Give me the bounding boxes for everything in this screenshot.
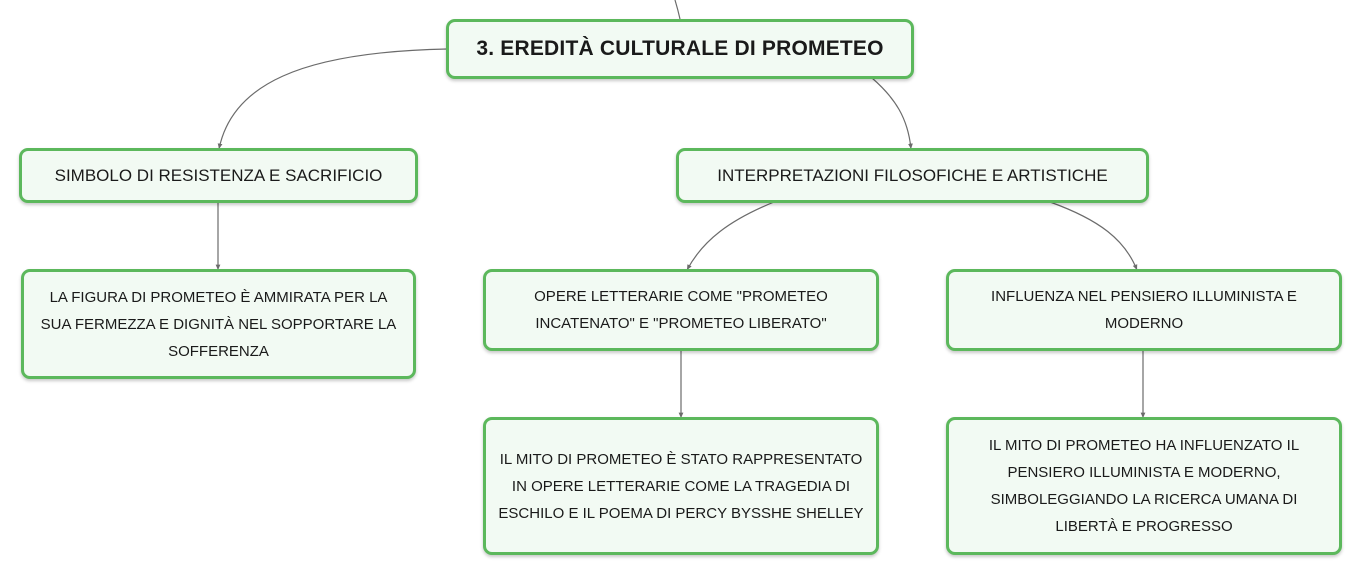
node-opere-letterarie-label: OPERE LETTERARIE COME "PROMETEO INCATENA…: [534, 288, 828, 332]
node-influenza-pensiero-label: INFLUENZA NEL PENSIERO ILLUMINISTA E MOD…: [991, 288, 1297, 332]
connector-interpretazioni-opere: [686, 201, 775, 271]
node-mito-influenza-label: IL MITO DI PROMETEO HA INFLUENZATO IL PE…: [988, 437, 1300, 535]
connector-interpretazioni-influenza: [1049, 201, 1138, 271]
root-node-label: 3. EREDITÀ CULTURALE DI PROMETEO: [476, 37, 884, 60]
connector-root-simbolo: [217, 48, 448, 150]
node-influenza-pensiero[interactable]: INFLUENZA NEL PENSIERO ILLUMINISTA E MOD…: [946, 269, 1342, 351]
node-opere-letterarie[interactable]: OPERE LETTERARIE COME "PROMETEO INCATENA…: [483, 269, 879, 351]
node-interpretazioni[interactable]: INTERPRETAZIONI FILOSOFICHE E ARTISTICHE: [676, 148, 1149, 203]
root-node[interactable]: 3. EREDITÀ CULTURALE DI PROMETEO: [446, 19, 914, 79]
connector-root-interpretazioni: [871, 77, 913, 150]
node-mito-opere-label: IL MITO DI PROMETEO È STATO RAPPRESENTAT…: [498, 450, 864, 522]
node-figura-prometeo[interactable]: LA FIGURA DI PROMETEO È AMMIRATA PER LA …: [21, 269, 416, 379]
node-simbolo-resistenza-label: SIMBOLO DI RESISTENZA E SACRIFICIO: [54, 165, 383, 185]
node-figura-prometeo-label: LA FIGURA DI PROMETEO È AMMIRATA PER LA …: [40, 288, 397, 360]
node-interpretazioni-label: INTERPRETAZIONI FILOSOFICHE E ARTISTICHE: [717, 165, 1108, 185]
connector-parent-root: [674, 0, 681, 20]
node-mito-influenza[interactable]: IL MITO DI PROMETEO HA INFLUENZATO IL PE…: [946, 417, 1342, 555]
node-simbolo-resistenza[interactable]: SIMBOLO DI RESISTENZA E SACRIFICIO: [19, 148, 418, 203]
node-mito-opere[interactable]: IL MITO DI PROMETEO È STATO RAPPRESENTAT…: [483, 417, 879, 555]
